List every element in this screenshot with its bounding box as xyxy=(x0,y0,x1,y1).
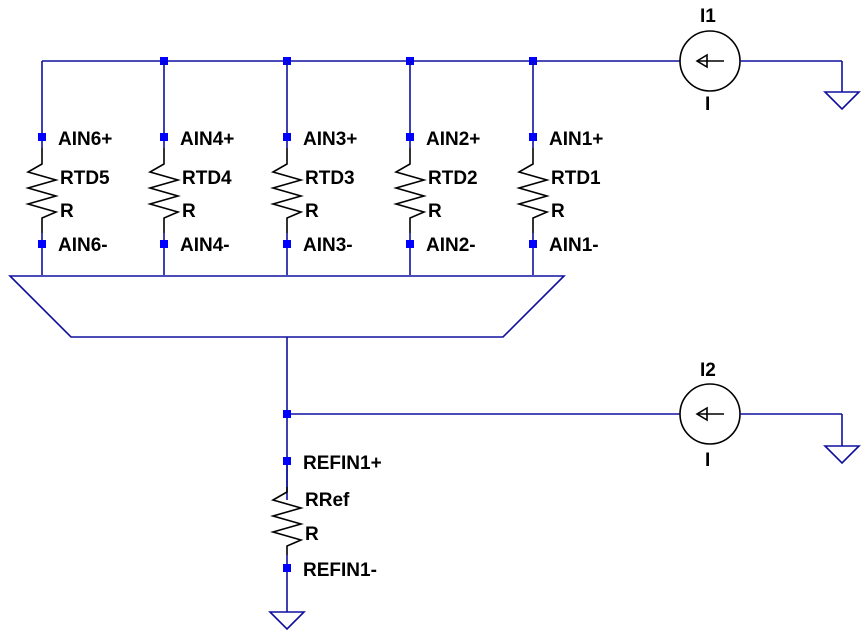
resistor-value: R xyxy=(551,201,565,222)
current-source-value: I xyxy=(705,450,710,471)
pin-pos-label: AIN4+ xyxy=(180,129,234,150)
pin-neg-label: REFIN1- xyxy=(303,560,377,581)
resistor-icon xyxy=(147,148,181,233)
rtd-branch-1[interactable]: AIN6+ RTD5 R AIN6- xyxy=(25,129,112,275)
resistor-name: RRef xyxy=(305,490,350,511)
pin-neg-node xyxy=(529,240,537,248)
pin-neg-node xyxy=(406,240,414,248)
i2-ground-wire xyxy=(740,413,843,446)
current-source-name: I2 xyxy=(700,360,716,381)
pin-neg-node xyxy=(283,240,291,248)
resistor-name: RTD4 xyxy=(182,168,232,189)
reference-resistor[interactable]: REFIN1+ RRef R REFIN1- xyxy=(270,453,382,612)
pin-neg-label: AIN1- xyxy=(549,235,599,256)
i1-ground-wire xyxy=(740,60,843,92)
resistor-name: RTD1 xyxy=(551,168,601,189)
resistor-value: R xyxy=(428,201,442,222)
pin-neg-label: AIN4- xyxy=(180,235,230,256)
pin-neg-node xyxy=(160,240,168,248)
pin-neg-label: AIN2- xyxy=(426,235,476,256)
current-source-i2[interactable]: I2 I xyxy=(679,360,741,471)
resistor-name: RTD3 xyxy=(305,168,355,189)
resistor-icon xyxy=(393,148,427,233)
pin-pos-node xyxy=(160,133,168,141)
resistor-name: RTD2 xyxy=(428,168,478,189)
pin-neg-node xyxy=(38,240,46,248)
pin-pos-node xyxy=(283,457,291,465)
current-source-icon xyxy=(679,30,741,92)
ground-icon xyxy=(268,611,306,631)
pin-pos-node xyxy=(406,133,414,141)
pin-pos-label: REFIN1+ xyxy=(303,453,382,474)
resistor-value: R xyxy=(60,201,74,222)
mux-output-wire xyxy=(283,337,680,500)
pin-pos-label: AIN3+ xyxy=(303,129,357,150)
pin-pos-label: AIN2+ xyxy=(426,129,480,150)
resistor-name: RTD5 xyxy=(60,168,110,189)
rtd-branch-3[interactable]: AIN3+ RTD3 R AIN3- xyxy=(270,61,357,275)
current-source-value: I xyxy=(705,94,710,115)
multiplexer[interactable] xyxy=(8,275,566,338)
resistor-icon xyxy=(270,487,304,555)
pin-neg-label: AIN3- xyxy=(303,235,353,256)
pin-pos-label: AIN1+ xyxy=(549,129,603,150)
resistor-icon xyxy=(516,148,550,233)
pin-neg-node xyxy=(283,564,291,572)
current-source-icon xyxy=(679,383,741,445)
pin-pos-label: AIN6+ xyxy=(58,129,112,150)
pin-pos-node xyxy=(529,133,537,141)
resistor-icon xyxy=(25,148,59,233)
rtd-branch-5[interactable]: AIN1+ RTD1 R AIN1- xyxy=(516,61,603,275)
pin-pos-node xyxy=(283,133,291,141)
pin-neg-label: AIN6- xyxy=(58,235,108,256)
rtd-branch-2[interactable]: AIN4+ RTD4 R AIN4- xyxy=(147,61,234,275)
pin-pos-node xyxy=(38,133,46,141)
junction-node xyxy=(283,410,291,418)
multiplexer-icon xyxy=(8,275,566,338)
ground-icon xyxy=(823,445,861,465)
current-source-i1[interactable]: I1 I xyxy=(679,6,741,115)
ground-icon xyxy=(823,91,861,111)
rtd-branch-4[interactable]: AIN2+ RTD2 R AIN2- xyxy=(393,61,480,275)
resistor-icon xyxy=(270,148,304,233)
resistor-value: R xyxy=(305,201,319,222)
current-source-name: I1 xyxy=(700,6,716,27)
resistor-value: R xyxy=(305,524,319,545)
top-bus xyxy=(41,60,680,137)
resistor-value: R xyxy=(182,201,196,222)
